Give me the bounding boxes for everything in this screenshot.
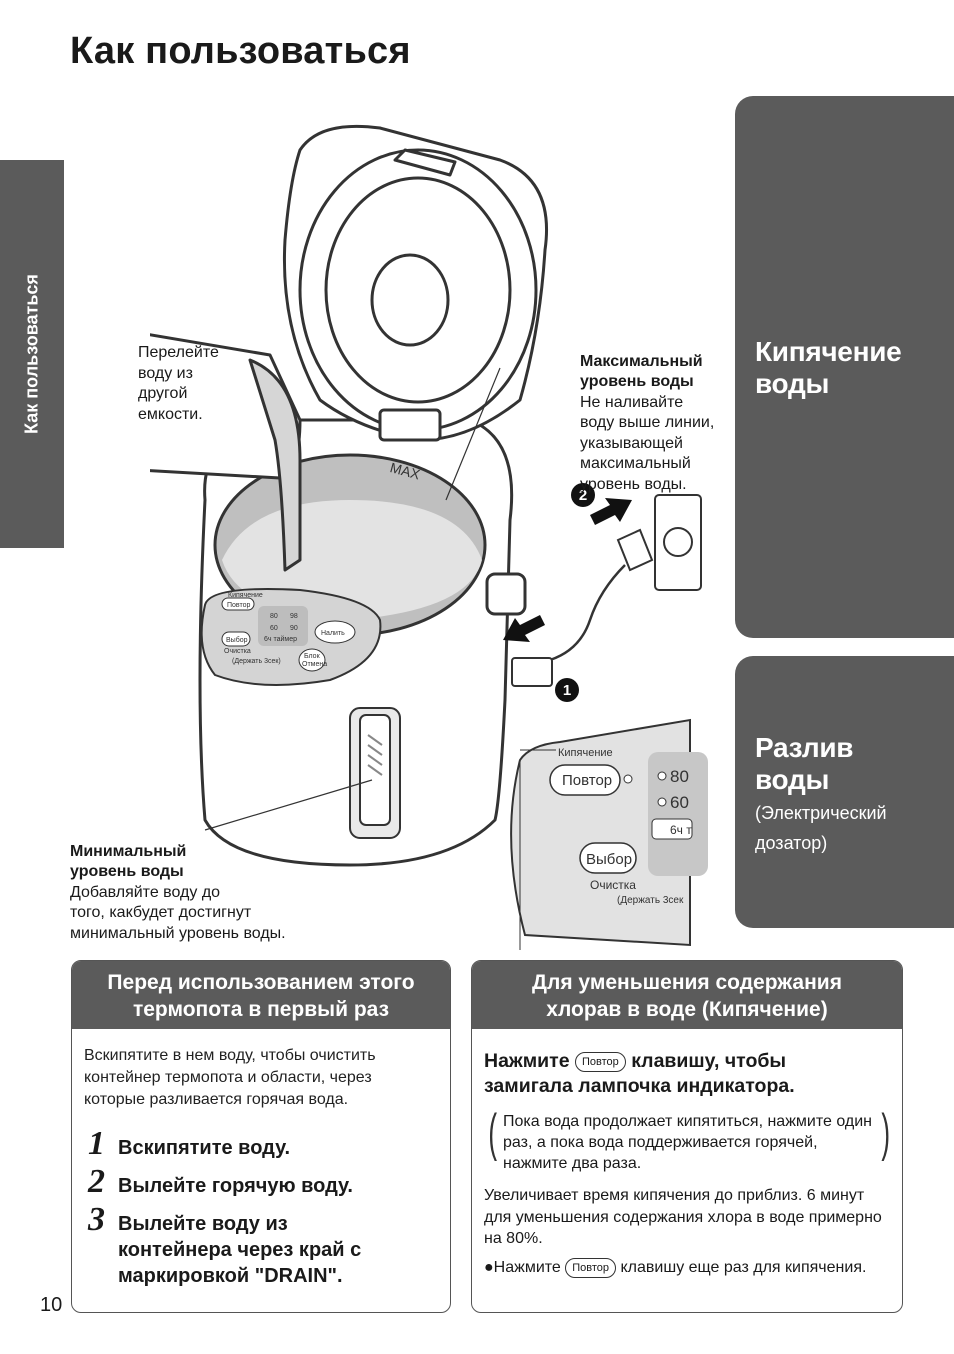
repeat-key-icon-2: Повтор	[565, 1257, 617, 1278]
info-text: Увеличивает время кипячения до приблиз. …	[484, 1187, 882, 1247]
tab-dispense-title: Разлив воды	[755, 732, 854, 795]
arrow-1	[503, 615, 545, 642]
callout-min-text: Добавляйте воду до того, какбудет достиг…	[70, 883, 286, 942]
panel-first-use-intro: Вскипятите в нем воду, чтобы очистить ко…	[84, 1047, 376, 1108]
panel-t60: 60	[270, 625, 278, 632]
zoom-clean-label: Очистка	[590, 878, 636, 892]
max-pointer-line	[445, 367, 501, 501]
panel-select-label: Выбор	[226, 636, 248, 644]
lid-latch	[393, 148, 457, 177]
panel-repeat-label: Повтор	[227, 602, 251, 609]
bullet-post: клавишу еще раз для кипячения.	[620, 1259, 867, 1276]
note-text: Пока вода продолжает кипятиться, нажмите…	[503, 1113, 872, 1172]
tab-dispense-subtitle: (Электрический дозатор)	[755, 803, 887, 853]
power-cord	[549, 564, 626, 662]
zoom-boil-label: Кипячение	[558, 747, 613, 759]
panel-clean-label: Очистка	[224, 648, 251, 655]
tab-dispense: Разлив воды (Электрический дозатор)	[735, 656, 954, 928]
zoom-timer: 6ч т	[670, 823, 692, 837]
panel-hold-label: (Держать 3сек)	[232, 658, 281, 665]
arrow-2	[590, 498, 632, 525]
step-1-badge	[555, 678, 579, 702]
tab-boil-title: Кипячение воды	[755, 336, 902, 399]
water-stream	[248, 358, 302, 572]
panel-chlorine-heading: Для уменьшения содержания хлорав в воде …	[472, 961, 902, 1029]
note-box: ( ) Пока вода продолжает кипятиться, наж…	[484, 1104, 892, 1173]
step-3-text: Вылейте воду из контейнера через край с …	[118, 1213, 362, 1287]
step-2-text: Вылейте горячую воду.	[118, 1175, 353, 1197]
panel-unlock-label: Отмена	[302, 661, 327, 668]
callout-pour: Перелейте воду из другой емкости.	[138, 344, 219, 423]
press-rest: клавишу, чтобы	[631, 1050, 787, 1072]
step-1-number: 1	[563, 682, 571, 699]
cord-connector	[511, 657, 553, 687]
callout-max-title: Максимальный уровень воды	[580, 352, 703, 391]
panel-t98: 98	[290, 613, 298, 620]
pot-handle	[485, 572, 527, 616]
panel-dispense-label: Налить	[321, 630, 345, 637]
callout-max: Максимальный уровень воды Не наливайте в…	[580, 331, 714, 516]
tab-boil: Кипячение воды	[735, 96, 954, 638]
bullet-line: ●Нажмите Повтор клавишу еще раз для кипя…	[484, 1257, 866, 1279]
panel-t80: 80	[270, 613, 278, 620]
power-plug	[616, 528, 654, 572]
side-tab: Как пользоваться	[0, 160, 64, 548]
press-word: Нажмите	[484, 1050, 570, 1072]
min-pointer-line	[204, 779, 373, 831]
step-1-num: 1	[88, 1125, 105, 1162]
callout-min: Минимальный уровень воды Добавляйте воду…	[70, 821, 286, 965]
step-2-num: 2	[88, 1163, 105, 1200]
panel-first-use-heading: Перед использованием этого термопота в п…	[72, 961, 450, 1029]
side-tab-label: Как пользоваться	[21, 274, 42, 434]
zoom-hold-label: (Держать 3сек	[617, 895, 684, 906]
zoom-t60: 60	[670, 793, 689, 812]
zoom-select-button	[579, 842, 637, 874]
step-2-number: 2	[579, 487, 587, 504]
panel-lock-label: Блок	[304, 653, 321, 660]
bracket-right-icon: )	[881, 1104, 890, 1162]
panel-boil-label: Кипячение	[228, 592, 263, 599]
bullet-pre: ●Нажмите	[484, 1259, 561, 1276]
panel-first-use: Перед использованием этого термопота в п…	[71, 960, 451, 1313]
panel-chlorine: Для уменьшения содержания хлорав в воде …	[471, 960, 903, 1313]
page-title: Как пользоваться	[70, 30, 411, 72]
zoom-repeat-button	[549, 764, 621, 796]
lid-vent	[370, 253, 450, 347]
zoom-repeat-label: Повтор	[562, 772, 612, 789]
thermopot-illustration: MAX Кипячение Повтор Выбор Очистка (Держ…	[150, 124, 708, 950]
step-2-badge	[571, 483, 595, 507]
repeat-key-icon: Повтор	[574, 1051, 626, 1072]
press-instruction: Нажмите Повтор клавишу, чтобы замигала л…	[484, 1049, 795, 1099]
panel-t90: 90	[290, 625, 298, 632]
lid-hinge	[378, 408, 442, 442]
callout-min-title: Минимальный уровень воды	[70, 842, 187, 881]
callout-max-text: Не наливайте воду выше линии, указывающе…	[580, 393, 715, 493]
max-mark: MAX	[388, 459, 422, 482]
bracket-left-icon: (	[488, 1104, 497, 1162]
zoom-t80: 80	[670, 767, 689, 786]
step-1-text: Вскипятите воду.	[118, 1137, 291, 1159]
zoom-select-label: Выбор	[586, 851, 632, 868]
press-line2: замигала лампочка индикатора.	[484, 1075, 795, 1097]
page-number: 10	[40, 1294, 63, 1316]
panel-timer: 6ч таймер	[264, 635, 297, 643]
step-3-num: 3	[88, 1201, 105, 1238]
